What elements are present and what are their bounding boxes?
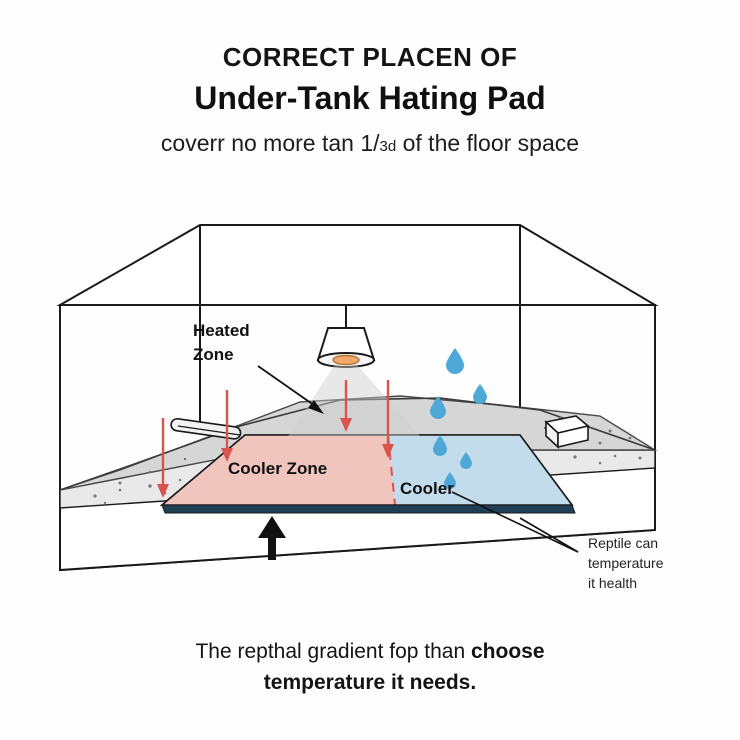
heat-arrows-group <box>157 380 394 498</box>
heated-pad-area <box>162 435 395 505</box>
water-drop-5 <box>460 452 472 469</box>
thermostat-front <box>557 424 589 449</box>
heat-arrow-center <box>340 380 352 432</box>
subtitle-text-after: of the floor space <box>396 130 580 156</box>
cable-body <box>170 417 242 440</box>
under-tank-heat-arrow <box>258 516 286 560</box>
subtitle-fraction: 3d <box>379 138 397 155</box>
caption-block: The repthal gradient fop than choose tem… <box>0 636 740 698</box>
page-subtitle: coverr no more tan 1/3d of the floor spa… <box>0 126 740 164</box>
heat-arrow-right <box>382 380 394 458</box>
page-title-line-1: CORRECT PLACEN OF <box>222 42 518 72</box>
subtitle-text-before: coverr no more tan 1/ <box>160 130 380 156</box>
heat-arrow-mid-left <box>221 390 233 462</box>
cooler-label: Cooler <box>400 479 454 498</box>
lamp-bulb <box>332 354 360 366</box>
cable-line <box>177 425 241 436</box>
water-drop-3 <box>473 384 487 404</box>
cooler-zone-label: Cooler Zone <box>228 459 327 478</box>
water-drop-6 <box>444 472 456 489</box>
page-title-line-2: Under-Tank Hating Pad <box>194 80 546 116</box>
heated-zone-leader-arrow <box>308 400 324 414</box>
note-line-1: Reptile can <box>588 535 658 551</box>
heat-arrow-left <box>157 418 169 498</box>
heat-lamp <box>316 305 376 368</box>
zone-divider-line <box>387 434 396 506</box>
heated-zone-leader <box>257 365 319 409</box>
note-line-2: temperature <box>588 555 664 571</box>
caption-line-1: The repthal gradient fop than choose <box>0 636 740 667</box>
note-line-3: it health <box>588 575 637 591</box>
title-block: CORRECT PLACEN OF Under-Tank Hating Pad … <box>0 40 740 164</box>
caption-line-2: temperature it needs. <box>263 671 477 694</box>
caption-plain-text: The repthal gradient fop than <box>195 640 471 663</box>
heated-zone-label-line2: Zone <box>193 345 234 364</box>
water-drop-2 <box>430 396 446 419</box>
note-leader-upper <box>451 491 579 553</box>
water-drops-group <box>430 348 487 489</box>
heated-zone-label-line1: Heated <box>193 321 250 340</box>
tank-diagram: Heated Zone Cooler Zone Cooler Reptile c… <box>56 224 664 591</box>
substrate-mound-ridge <box>59 397 656 491</box>
note-leader-lower <box>519 517 579 553</box>
water-drop-1 <box>446 348 464 374</box>
pad-front-edge <box>161 504 576 514</box>
water-drop-4 <box>433 435 447 456</box>
thermostat-box <box>544 415 590 449</box>
heat-pad-cable <box>170 417 242 440</box>
caption-strong-text: choose <box>471 640 545 663</box>
tank-top-face <box>56 224 659 306</box>
